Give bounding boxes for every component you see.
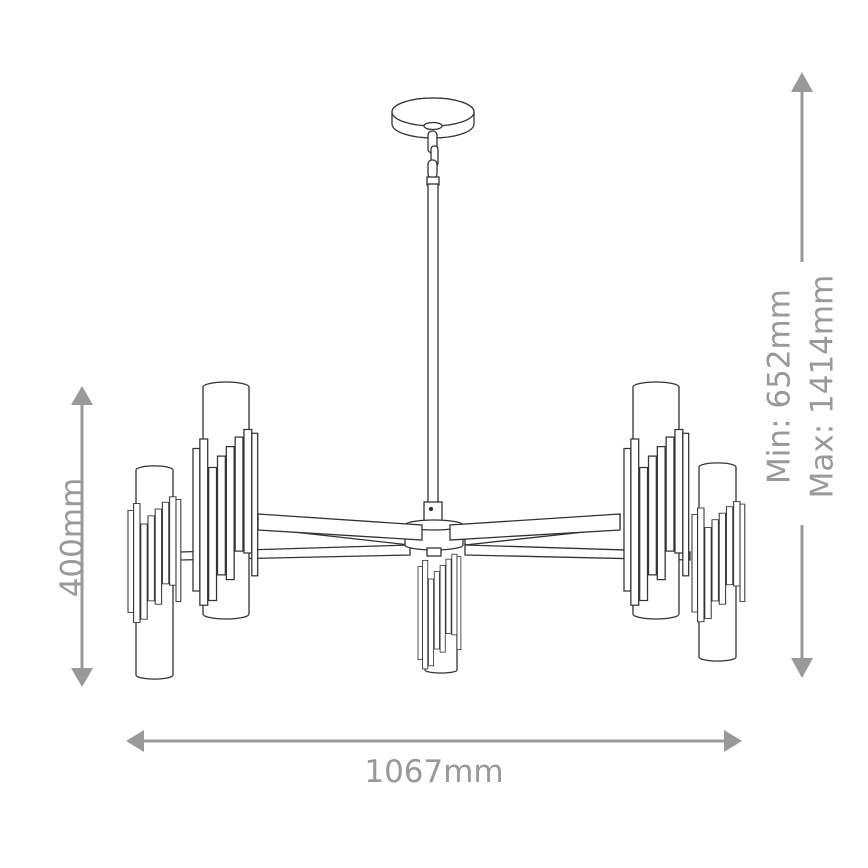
drop-max-label: Max: 1414mm xyxy=(804,274,841,499)
width-dimension-arrow xyxy=(126,730,742,752)
light-shade-center xyxy=(417,547,462,674)
drop-dimension-arrow xyxy=(791,72,813,678)
suspension-chain xyxy=(427,130,439,179)
light-shade-far-left xyxy=(127,465,182,680)
height-dimension-arrow xyxy=(71,386,93,687)
ceiling-canopy xyxy=(391,97,475,139)
light-shade-inner-left xyxy=(192,381,259,620)
light-shade-inner-right xyxy=(623,381,690,620)
height-dimension-label: 400mm xyxy=(54,477,91,598)
width-dimension-label: 1067mm xyxy=(364,754,504,790)
drop-min-label: Min: 652mm xyxy=(761,289,798,484)
light-shade-far-right xyxy=(691,462,746,662)
suspension-rod xyxy=(426,176,440,505)
chandelier-front-arms xyxy=(257,513,621,541)
